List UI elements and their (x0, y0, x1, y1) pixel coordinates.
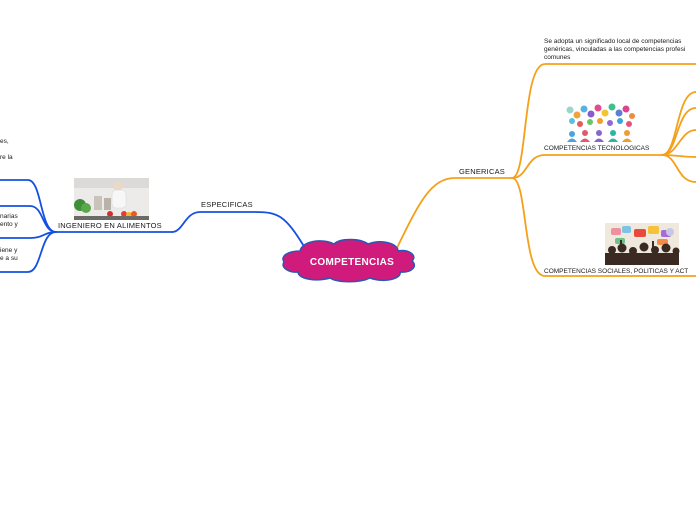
genericas-note-line-2[interactable]: genéricas, vinculadas a las competencias… (544, 46, 686, 53)
genericas-label[interactable]: GENERICAS (459, 167, 505, 176)
competencias-tecnologicas-label[interactable]: COMPETENCIAS TECNOLOGICAS (544, 145, 650, 152)
connector-leaf-4 (0, 231, 57, 273)
crowd-speech-bubbles-image (605, 223, 680, 265)
genericas-note-line-1[interactable]: Se adopta un significado local de compet… (544, 38, 682, 45)
genericas-note-line-3[interactable]: comunes (544, 54, 571, 61)
especificas-label[interactable]: ESPECIFICAS (201, 200, 253, 209)
connector-genericas (394, 177, 513, 253)
central-node[interactable] (282, 238, 416, 283)
leaf-fragment-5[interactable]: iene y (0, 247, 18, 254)
leaf-fragment-1[interactable]: es, (0, 138, 9, 145)
social-media-icons-image (563, 101, 637, 142)
connector-sociales (511, 177, 696, 277)
connector-tec-leaf-1 (661, 91, 696, 156)
connector-tec-leaf-5 (661, 154, 696, 183)
connector-note (511, 63, 696, 179)
food-lab-image (74, 178, 149, 220)
leaf-fragment-6[interactable]: e a su (0, 255, 18, 262)
connector-leaf-2 (0, 205, 57, 233)
ingeniero-en-alimentos-label[interactable]: INGENIERO EN ALIMENTOS (58, 221, 162, 230)
leaf-fragment-2[interactable]: re la (0, 154, 13, 161)
central-node-label[interactable]: COMPETENCIAS (309, 257, 395, 268)
competencias-sociales-label[interactable]: COMPETENCIAS SOCIALES, POLITICAS Y ACT (544, 268, 689, 275)
connector-tecnologicas (511, 154, 663, 179)
central-cloud-shape (282, 238, 416, 283)
leaf-fragment-4[interactable]: ento y (0, 221, 18, 228)
leaf-fragment-3[interactable]: narias (0, 213, 18, 220)
connector-especificas (171, 211, 306, 249)
